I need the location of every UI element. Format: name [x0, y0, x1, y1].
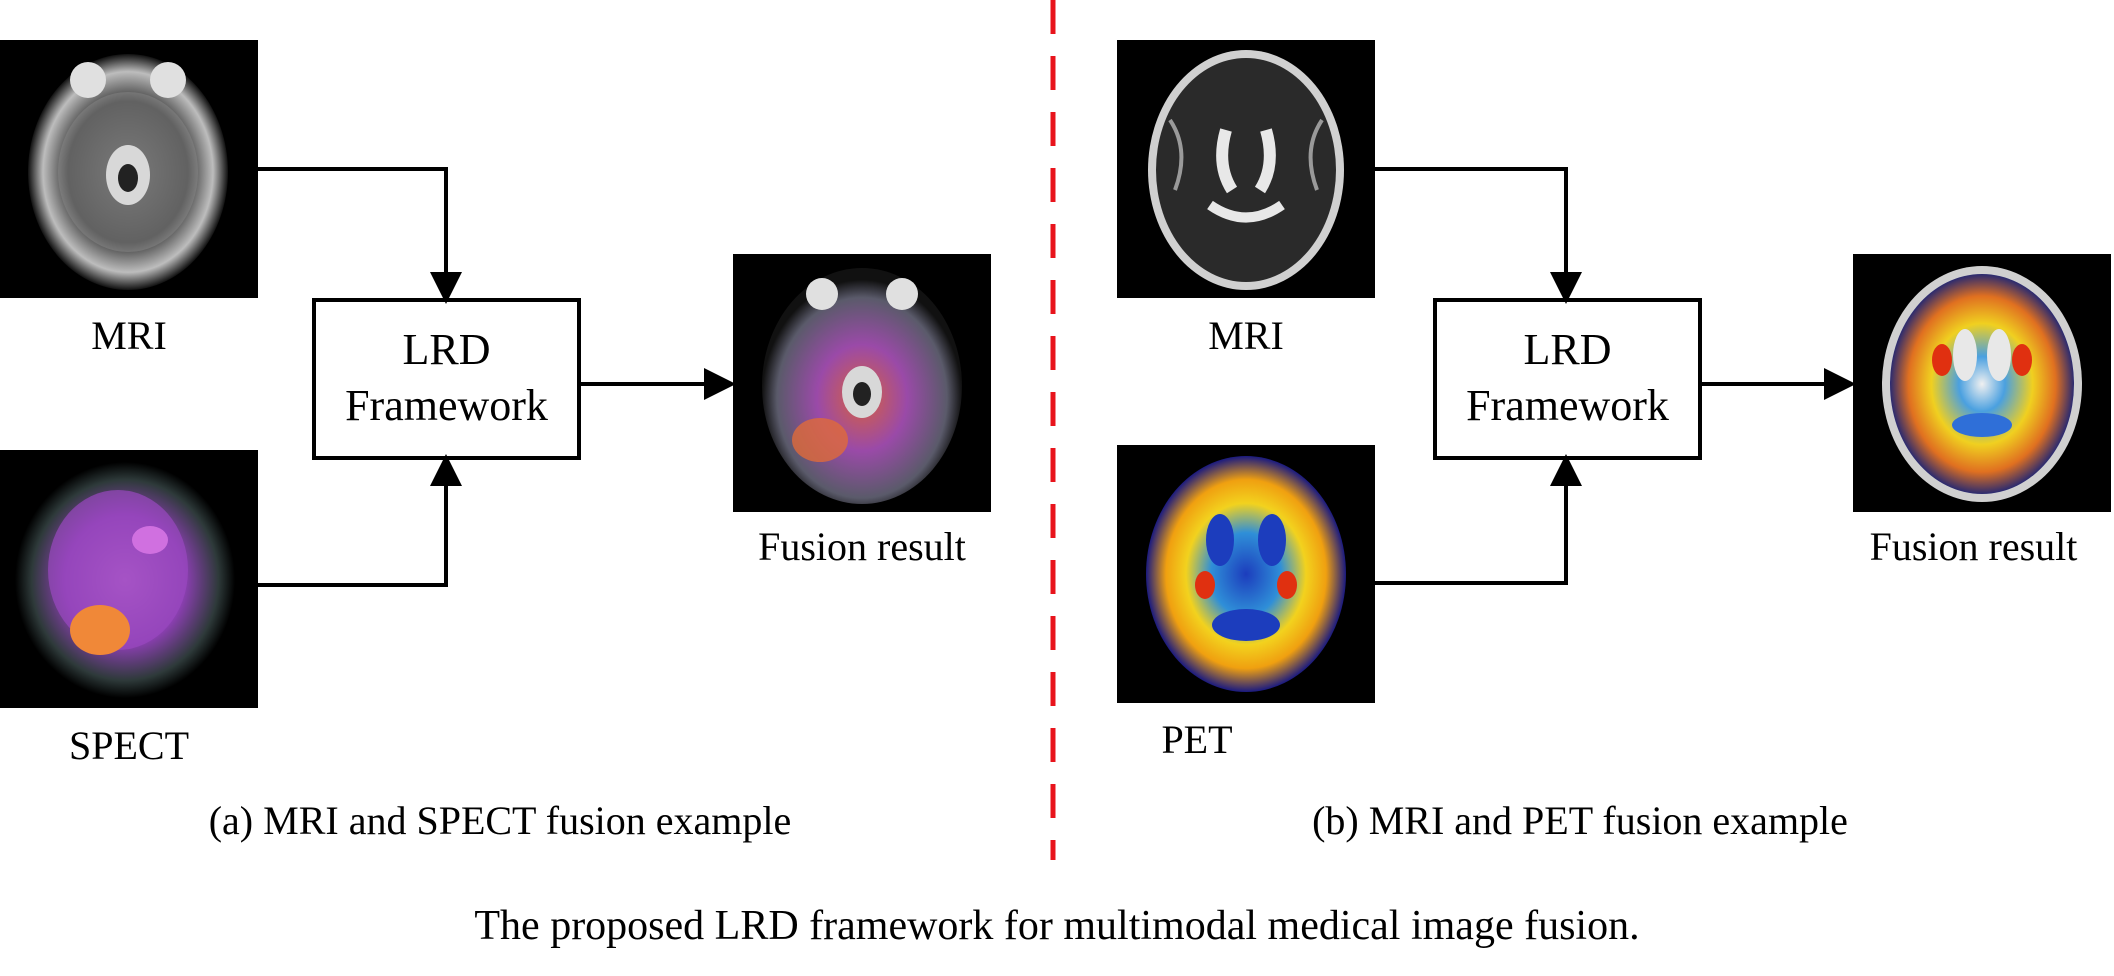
lrd-framework-box-a [312, 298, 581, 460]
pet-scan-image [1117, 445, 1375, 703]
figure-caption: The proposed LRD framework for multimoda… [474, 903, 1640, 949]
lrd-box-text-a: LRD Framework [314, 322, 579, 434]
spect-label: SPECT [68, 723, 190, 768]
lrd-box-line1-b: LRD [1523, 325, 1612, 374]
mri-label-b: MRI [1208, 313, 1284, 358]
fusion-result-label-b: Fusion result [1869, 524, 2078, 569]
mri-label-a: MRI [91, 313, 167, 358]
lrd-box-line2-a: Framework [345, 381, 548, 430]
caption-b: (b) MRI and PET fusion example [1312, 798, 1848, 843]
fusion-result-image-a [733, 254, 991, 512]
lrd-box-line1-a: LRD [402, 325, 491, 374]
arrow-spect-to-lrd [258, 454, 462, 587]
arrow-pet-to-lrd [1375, 454, 1582, 585]
caption-a: (a) MRI and SPECT fusion example [208, 798, 792, 843]
mri-scan-image-b [1117, 40, 1375, 298]
fusion-result-image-b [1853, 254, 2111, 512]
arrow-mri-to-lrd-a [258, 167, 462, 304]
spect-scan-image [0, 450, 258, 708]
mri-scan-image-a [0, 40, 258, 298]
fusion-result-label-a: Fusion result [758, 524, 966, 569]
arrow-mri-to-lrd-b [1375, 167, 1582, 304]
pet-label: PET [1161, 717, 1233, 762]
lrd-box-text-b: LRD Framework [1435, 322, 1700, 434]
lrd-box-line2-b: Framework [1466, 381, 1669, 430]
lrd-framework-box-b [1433, 298, 1702, 460]
